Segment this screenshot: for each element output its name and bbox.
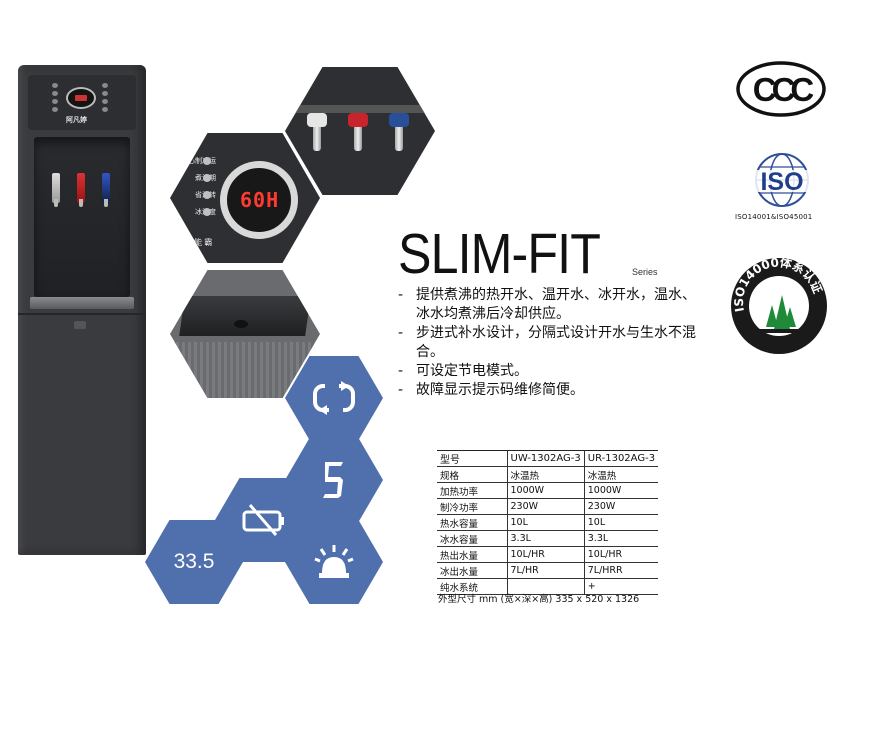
tap-manifold (285, 105, 435, 113)
iso-logo-text: ISO (760, 168, 803, 196)
dispenser-recess (34, 137, 130, 297)
spec-header-row: 型号 UW-1302AG-3 UR-1302AG-3 (437, 450, 659, 467)
water-dispenser-image: 阿凡婷 (18, 65, 146, 555)
spec-dimension: 外型尺寸 mm (宽×深×高) 335 x 520 x 1326 (438, 594, 640, 605)
spec-row: 纯水系统+ (437, 578, 659, 595)
hex-control-panel-detail: 心制冷运 煮沸期 省温转 冰温度 60H 能 霸 (170, 133, 320, 263)
panel-button (203, 157, 211, 165)
cold-water-tap (102, 173, 110, 207)
panel-button-labels: 心制冷运 煮沸期 省温转 冰温度 (188, 158, 216, 216)
spec-header: UR-1302AG-3 (584, 450, 659, 467)
drip-tray (30, 297, 134, 309)
panel-display-ring: 60H (220, 161, 298, 239)
panel-brand-label: 能 霸 (194, 238, 213, 247)
ccc-logo-text: CCC (753, 71, 814, 108)
feature-item: 可设定节电模式。 (398, 362, 698, 381)
faucet-red (348, 113, 368, 153)
spec-row: 规格冰温热冰温热 (437, 466, 659, 483)
ccc-certification-logo: CCC (736, 61, 826, 117)
feature-item: 步进式补水设计，分隔式设计开水与生水不混合。 (398, 324, 698, 362)
panel-button (203, 174, 211, 182)
feature-item: 故障显示提示码维修简便。 (398, 381, 698, 400)
cabinet-lock (74, 321, 86, 329)
dispenser-buttons-right (102, 83, 108, 115)
panel-button (203, 191, 211, 199)
feature-item: 提供煮沸的热开水、温开水、冰开水，温水、冰水均煮沸后冷却供应。 (398, 286, 698, 324)
warm-water-tap (77, 173, 85, 207)
iso-certification-logo: ISO (746, 153, 818, 207)
feature-list: 提供煮沸的热开水、温开水、冰开水，温水、冰水均煮沸后冷却供应。 步进式补水设计，… (398, 286, 698, 400)
product-title: SLIM-FIT (398, 222, 601, 286)
faucet-white (307, 113, 327, 153)
panel-display-value: 60H (240, 188, 280, 212)
faucet-blue (389, 113, 409, 153)
dispenser-logo: 阿凡婷 (66, 117, 87, 124)
cycle-arrows-icon (285, 356, 383, 440)
product-series: Series (632, 267, 658, 277)
drain-tray (179, 296, 311, 336)
dispenser-display (66, 87, 96, 109)
indicator-lamp-icon (285, 520, 383, 604)
iso14000-environment-logo: ISO14000体系认证 (731, 255, 827, 354)
spec-header: UW-1302AG-3 (507, 450, 585, 467)
cabinet-seam (18, 313, 146, 315)
hex-taps-detail (285, 67, 435, 195)
hot-water-tap (52, 173, 60, 207)
temperature-value: 33.5 (173, 550, 215, 573)
drain-hole (234, 320, 248, 328)
iso-caption: ISO14001&ISO45001 (735, 213, 813, 221)
spec-header: 型号 (437, 450, 508, 467)
spec-table: 型号 UW-1302AG-3 UR-1302AG-3 规格冰温热冰温热 加热功率… (437, 450, 659, 595)
dispenser-buttons-left (52, 83, 58, 115)
panel-button (203, 208, 211, 216)
